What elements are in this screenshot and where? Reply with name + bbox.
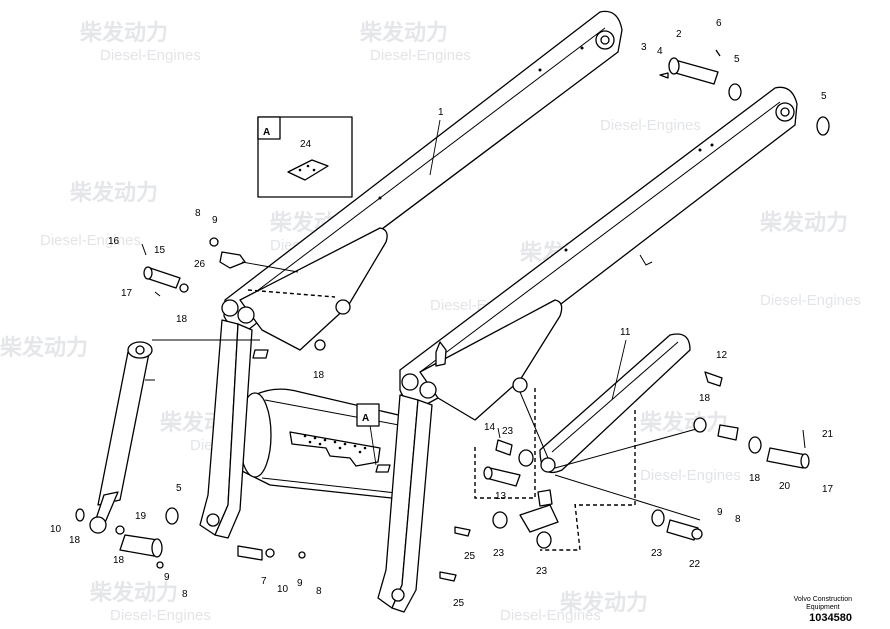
label-5a: 5 bbox=[734, 54, 740, 65]
left-lift-arm bbox=[199, 10, 623, 539]
label-17b: 17 bbox=[822, 484, 834, 495]
label-10a: 10 bbox=[50, 524, 62, 535]
detail-box-a: A 24 bbox=[257, 116, 353, 198]
label-8c: 8 bbox=[316, 586, 322, 597]
alignment-line bbox=[247, 289, 336, 298]
watermark-layer: 柴发动力 Diesel-Engines 柴发动力 Diesel-Engines … bbox=[0, 20, 861, 624]
label-18c: 18 bbox=[699, 393, 711, 404]
label-11: 11 bbox=[620, 327, 631, 338]
hardware bbox=[75, 49, 830, 582]
label-9a: 9 bbox=[212, 215, 218, 226]
tilt-link bbox=[512, 333, 701, 521]
watermark-cn: 柴发动力 bbox=[559, 590, 648, 616]
label-21: 21 bbox=[822, 429, 834, 440]
label-17a: 17 bbox=[121, 288, 133, 299]
label-12: 12 bbox=[716, 350, 728, 361]
watermark-cn: 柴发动力 bbox=[89, 580, 178, 606]
detail-plate-icon bbox=[287, 159, 329, 181]
label-8b: 8 bbox=[182, 589, 188, 600]
label-18f: 18 bbox=[113, 555, 125, 566]
label-4: 4 bbox=[657, 46, 663, 57]
label-18d: 18 bbox=[749, 473, 761, 484]
label-19: 19 bbox=[135, 511, 147, 522]
label-23c: 23 bbox=[536, 566, 548, 577]
label-9c: 9 bbox=[297, 578, 303, 589]
step-plate bbox=[289, 431, 381, 467]
label-18b: 18 bbox=[313, 370, 325, 381]
label-10b: 10 bbox=[277, 584, 289, 595]
label-8a: 8 bbox=[195, 208, 201, 219]
label-1: 1 bbox=[438, 107, 444, 118]
company-line-2: Equipment bbox=[806, 604, 840, 611]
watermark-cn: 柴发动力 bbox=[639, 410, 728, 436]
label-23d: 23 bbox=[651, 548, 663, 559]
label-23b: 23 bbox=[493, 548, 505, 559]
watermark-en: Diesel-Engines bbox=[40, 232, 141, 249]
marker-letter: A bbox=[362, 413, 369, 424]
watermark-en: Diesel-Engines bbox=[640, 467, 741, 484]
label-14: 14 bbox=[484, 422, 496, 433]
part-label-24: 24 bbox=[300, 139, 312, 150]
label-26: 26 bbox=[194, 259, 206, 270]
dash-group-left bbox=[474, 388, 536, 499]
drawing-number: 1034580 bbox=[809, 612, 852, 624]
watermark-cn: 柴发动力 bbox=[79, 20, 168, 46]
label-15: 15 bbox=[154, 245, 166, 256]
part-labels: 1 2 3 4 5 5 6 8 9 16 15 26 17 18 18 11 1… bbox=[50, 18, 834, 609]
company-name: Volvo Construction Equipment bbox=[794, 596, 852, 612]
dash-group-lower bbox=[540, 503, 581, 551]
label-13: 13 bbox=[495, 491, 507, 502]
watermark-cn: 柴发动力 bbox=[359, 20, 448, 46]
right-lift-arm bbox=[377, 86, 798, 613]
label-25a: 25 bbox=[464, 551, 476, 562]
watermark-cn: 柴发动力 bbox=[759, 210, 848, 236]
watermark-en: Diesel-Engines bbox=[760, 292, 861, 309]
label-18e: 18 bbox=[69, 535, 81, 546]
watermark-en: Diesel-Engines bbox=[370, 47, 471, 64]
label-2: 2 bbox=[676, 29, 682, 40]
label-9d: 9 bbox=[717, 507, 723, 518]
dash-group-right bbox=[575, 410, 636, 506]
watermark-en: Diesel-Engines bbox=[500, 607, 601, 624]
label-23a: 23 bbox=[502, 426, 514, 437]
label-22: 22 bbox=[689, 559, 701, 570]
label-7: 7 bbox=[261, 576, 267, 587]
label-9b: 9 bbox=[164, 572, 170, 583]
label-8d: 8 bbox=[735, 514, 741, 525]
lift-cylinder bbox=[89, 341, 155, 534]
label-5b: 5 bbox=[821, 91, 827, 102]
label-20: 20 bbox=[779, 481, 791, 492]
label-18a: 18 bbox=[176, 314, 188, 325]
label-25b: 25 bbox=[453, 598, 465, 609]
watermark-en: Diesel-Engines bbox=[110, 607, 211, 624]
label-5c: 5 bbox=[176, 483, 182, 494]
label-3: 3 bbox=[641, 42, 647, 53]
label-16: 16 bbox=[108, 236, 120, 247]
leader-lines bbox=[152, 119, 627, 466]
label-6: 6 bbox=[716, 18, 722, 29]
watermark-en: Diesel-Engines bbox=[600, 117, 701, 134]
detail-letter: A bbox=[263, 127, 270, 138]
watermark-cn: 柴发动力 bbox=[69, 180, 158, 206]
marker-a: A bbox=[356, 403, 380, 427]
watermark-en: Diesel-Engines bbox=[100, 47, 201, 64]
company-line-1: Volvo Construction bbox=[793, 596, 852, 603]
watermark-cn: 柴发动力 bbox=[0, 335, 88, 361]
